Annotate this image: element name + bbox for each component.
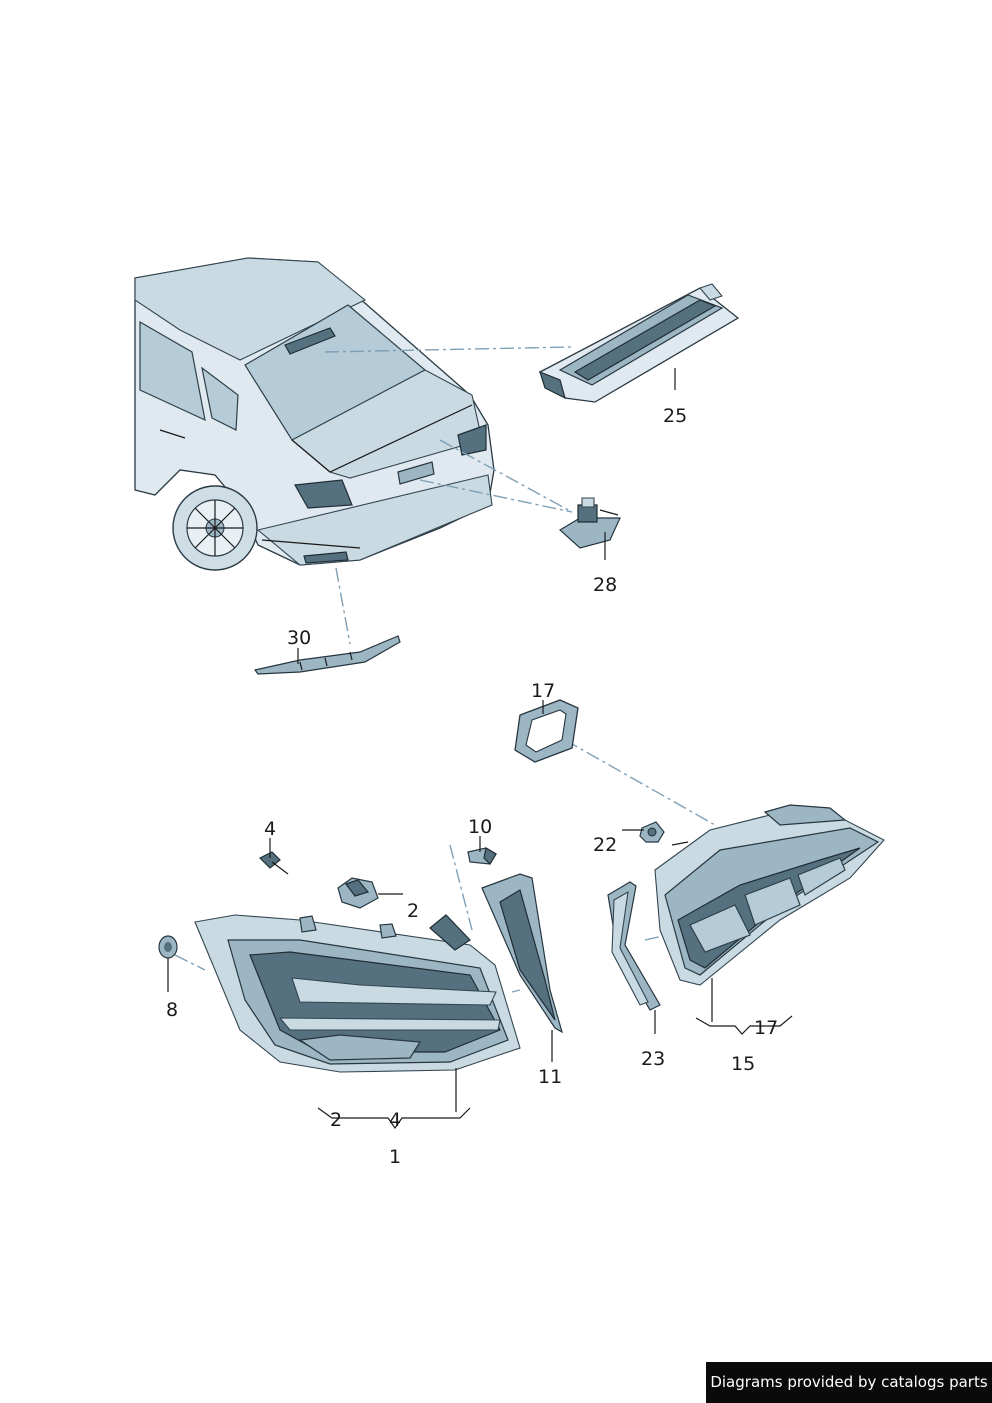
callout-numbers: 25 28 30 17 4 10 22 2 8 11 23 17 15 2 4 … bbox=[166, 405, 778, 1168]
leader-lines bbox=[174, 346, 716, 993]
car-rear-illustration bbox=[134, 257, 495, 571]
callout-22: 22 bbox=[593, 834, 617, 856]
callout-23: 23 bbox=[641, 1048, 665, 1070]
part-8-grommet[interactable] bbox=[158, 935, 178, 959]
callout-2-bracket: 2 bbox=[330, 1109, 342, 1131]
callout-2-clip: 2 bbox=[407, 900, 419, 922]
callout-leader-lines bbox=[167, 368, 793, 1130]
callout-15: 15 bbox=[731, 1053, 755, 1075]
part-1-outer-tail-light[interactable] bbox=[194, 914, 521, 1073]
part-15-inner-tail-light[interactable] bbox=[654, 804, 885, 986]
part-4-screw[interactable] bbox=[258, 851, 289, 875]
callout-8: 8 bbox=[166, 999, 178, 1021]
callout-28: 28 bbox=[593, 574, 617, 596]
callout-10: 10 bbox=[468, 816, 492, 838]
callout-4-screw: 4 bbox=[264, 818, 276, 840]
part-10-bolt[interactable] bbox=[467, 847, 497, 865]
callout-17-bracket: 17 bbox=[754, 1017, 778, 1039]
callout-30: 30 bbox=[287, 627, 311, 649]
callout-1: 1 bbox=[389, 1146, 401, 1168]
callout-17-gasket: 17 bbox=[531, 680, 555, 702]
callout-25: 25 bbox=[663, 405, 687, 427]
part-11-trim-cover[interactable] bbox=[481, 873, 563, 1034]
part-22-nut[interactable] bbox=[639, 821, 665, 843]
part-17-seal-gasket[interactable] bbox=[514, 699, 579, 763]
callout-4-bracket: 4 bbox=[389, 1109, 401, 1131]
part-30-rear-reflector[interactable] bbox=[253, 635, 401, 675]
diagram-credit-banner: Diagrams provided by catalogs parts bbox=[706, 1362, 992, 1403]
callout-11: 11 bbox=[538, 1066, 562, 1088]
part-25-high-mount-brake-light[interactable] bbox=[538, 283, 740, 403]
part-23-inner-trim[interactable] bbox=[607, 881, 661, 1011]
part-2-clip[interactable] bbox=[337, 877, 379, 909]
part-28-licence-plate-lamp[interactable] bbox=[558, 497, 621, 549]
